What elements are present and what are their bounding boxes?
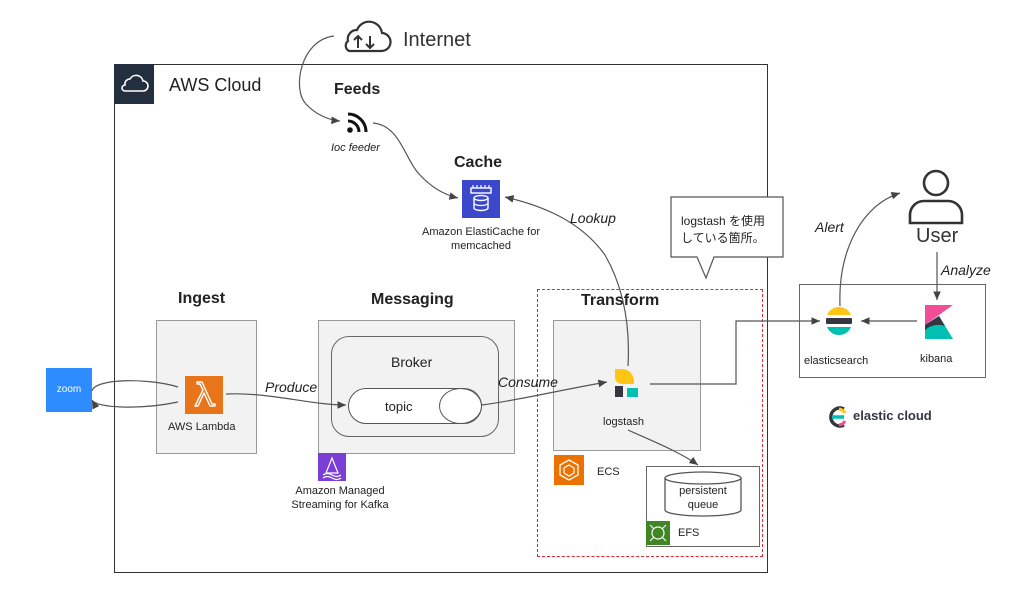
edge-alert [839,191,901,307]
ecs-label: ECS [597,466,620,478]
transform-dashed-group [537,289,763,557]
topic-queue-end [439,388,482,424]
callout-line1: logstash を使用 [681,214,766,228]
persistent-queue-cylinder [663,470,743,518]
callout-bubble [670,196,784,280]
analyze-label: Analyze [941,262,991,278]
ingest-title: Ingest [178,290,226,307]
cache-title: Cache [454,154,503,171]
msk-caption-2: Streaming for Kafka [291,499,389,511]
aws-cloud-label: AWS Cloud [169,75,262,95]
efs-label: EFS [678,527,700,539]
feeds-caption: Ioc feeder [331,142,380,154]
cache-caption-2: memcached [451,240,511,252]
edge-feeds-cache [372,122,459,200]
kibana-label: kibana [920,353,953,365]
messaging-title: Messaging [371,291,454,308]
aws-cloud-group [114,64,768,573]
rss-icon [346,112,368,134]
broker-label: Broker [391,354,433,370]
elastic-cloud-label: elastic cloud [853,408,932,423]
transform-title: Transform [581,292,660,309]
internet-label: Internet [403,29,471,51]
edge-produce [225,393,347,409]
lambda-label: AWS Lambda [168,421,236,433]
edge-logstash-es [650,317,820,385]
callout-line2: している箇所。 [681,231,765,245]
efs-icon [646,521,670,545]
cache-caption-1: Amazon ElastiCache for [422,226,540,238]
elasticsearch-icon [823,305,855,337]
produce-label: Produce [265,379,318,395]
user-label: User [916,225,959,247]
edge-consume [481,379,608,406]
edge-lookup [504,195,629,367]
feeds-title: Feeds [334,81,381,98]
elastic-cloud-group [799,284,986,378]
elastic-cloud-logo [828,406,848,428]
consume-label: Consume [498,374,558,390]
topic-label: topic [385,399,413,414]
ecs-icon [554,455,584,485]
efs-group [646,466,760,547]
edge-internet-feeds [298,35,341,125]
elasticsearch-label: elasticsearch [804,355,869,367]
edge-logstash-queue [627,429,699,466]
zoom-tile: zoom [46,368,92,412]
msk-icon [318,453,346,481]
msk-caption-1: Amazon Managed [295,485,385,497]
zoom-label: zoom [56,384,82,395]
cloud-updown-icon [335,15,393,57]
broker-box [331,336,499,437]
user-icon [906,167,966,225]
lookup-label: Lookup [570,210,616,226]
aws-cloud-icon [114,64,154,104]
elasticache-icon [462,180,500,218]
ecs-group [553,320,701,451]
alert-label: Alert [815,219,844,235]
queue-caption-2: queue [687,499,719,511]
queue-caption-1: persistent [679,485,727,497]
lambda-icon [185,376,223,414]
kibana-icon [925,305,953,339]
logstash-label: logstash [603,416,644,428]
edge-zoom-lambda [92,380,179,407]
logstash-icon [612,366,646,400]
